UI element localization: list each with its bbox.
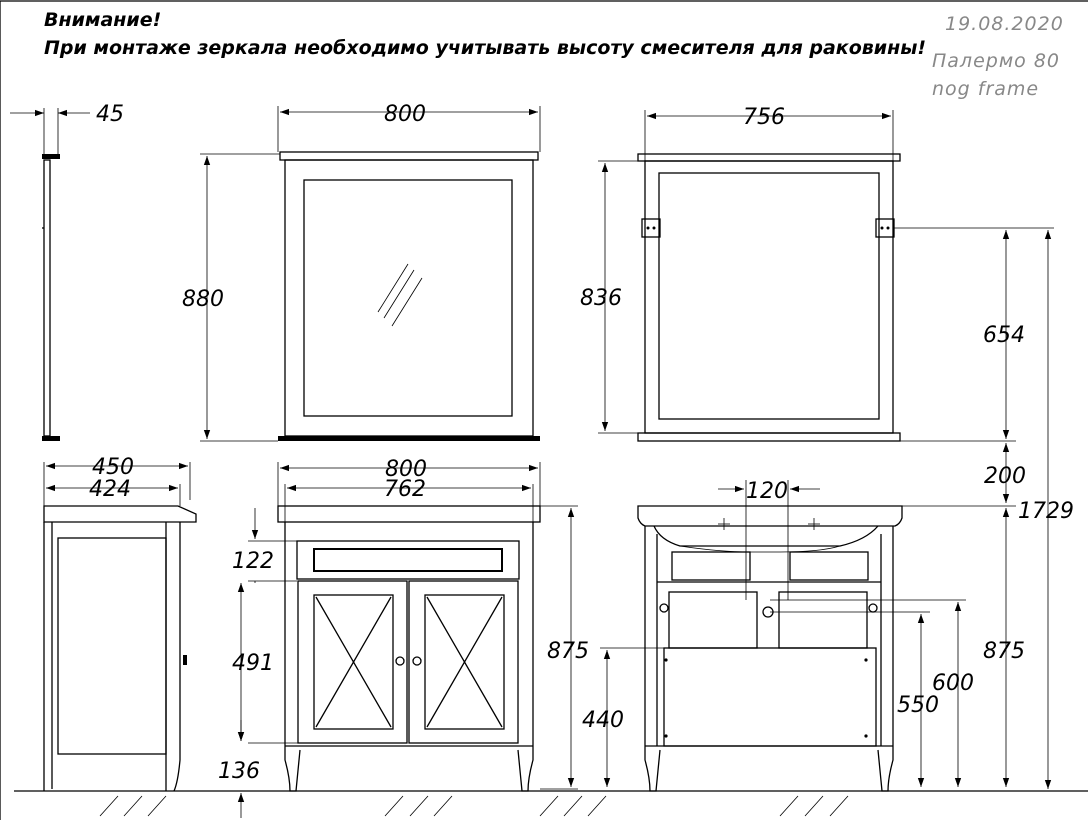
dim-base-side-depth: 450 [92, 455, 134, 480]
model-name: Палермо 80 [932, 50, 1060, 72]
dim-mirror-front-height: 880 [182, 287, 224, 312]
dim-shelf-height: 440 [582, 708, 624, 733]
floor-line [14, 790, 1088, 817]
dim-drawer-height: 122 [232, 549, 274, 574]
notice-title: Внимание! [44, 9, 161, 31]
dim-legs-height: 136 [218, 759, 260, 784]
dim-doors-height: 491 [232, 651, 274, 676]
dim-mirror-side-depth: 45 [96, 102, 124, 127]
cabinet-front-view [237, 462, 578, 818]
dim-base-side-body-depth: 424 [89, 477, 131, 502]
left-hanger-bracket [641, 218, 661, 238]
mirror-front-view [200, 106, 541, 442]
dim-base-front-body-width: 762 [384, 477, 426, 502]
dim-mirror-hanger-height: 654 [983, 323, 1025, 348]
dim-mirror-back-width: 756 [743, 105, 785, 130]
dim-total-height: 1729 [1018, 499, 1074, 524]
dim-basin-holes-spacing: 120 [746, 479, 788, 504]
model-variant: nog frame [932, 78, 1039, 100]
drawing-date: 19.08.2020 [945, 13, 1064, 35]
cabinet-side-view [43, 462, 197, 792]
dim-base-back-height: 875 [983, 639, 1025, 664]
dim-mirror-back-height: 836 [580, 286, 622, 311]
cabinet-back-view [600, 480, 1016, 792]
dim-mirror-front-width: 800 [384, 102, 426, 127]
dim-base-front-height: 875 [547, 639, 589, 664]
dim-base-front-width: 800 [385, 457, 427, 482]
notice-text: При монтаже зеркала необходимо учитывать… [44, 37, 926, 59]
mirror-back-view [598, 110, 1054, 789]
dim-drain-height-600: 600 [932, 671, 974, 696]
mirror-side-view [10, 108, 90, 441]
dim-drain-height-550: 550 [897, 693, 939, 718]
dim-gap-above-basin: 200 [984, 464, 1026, 489]
